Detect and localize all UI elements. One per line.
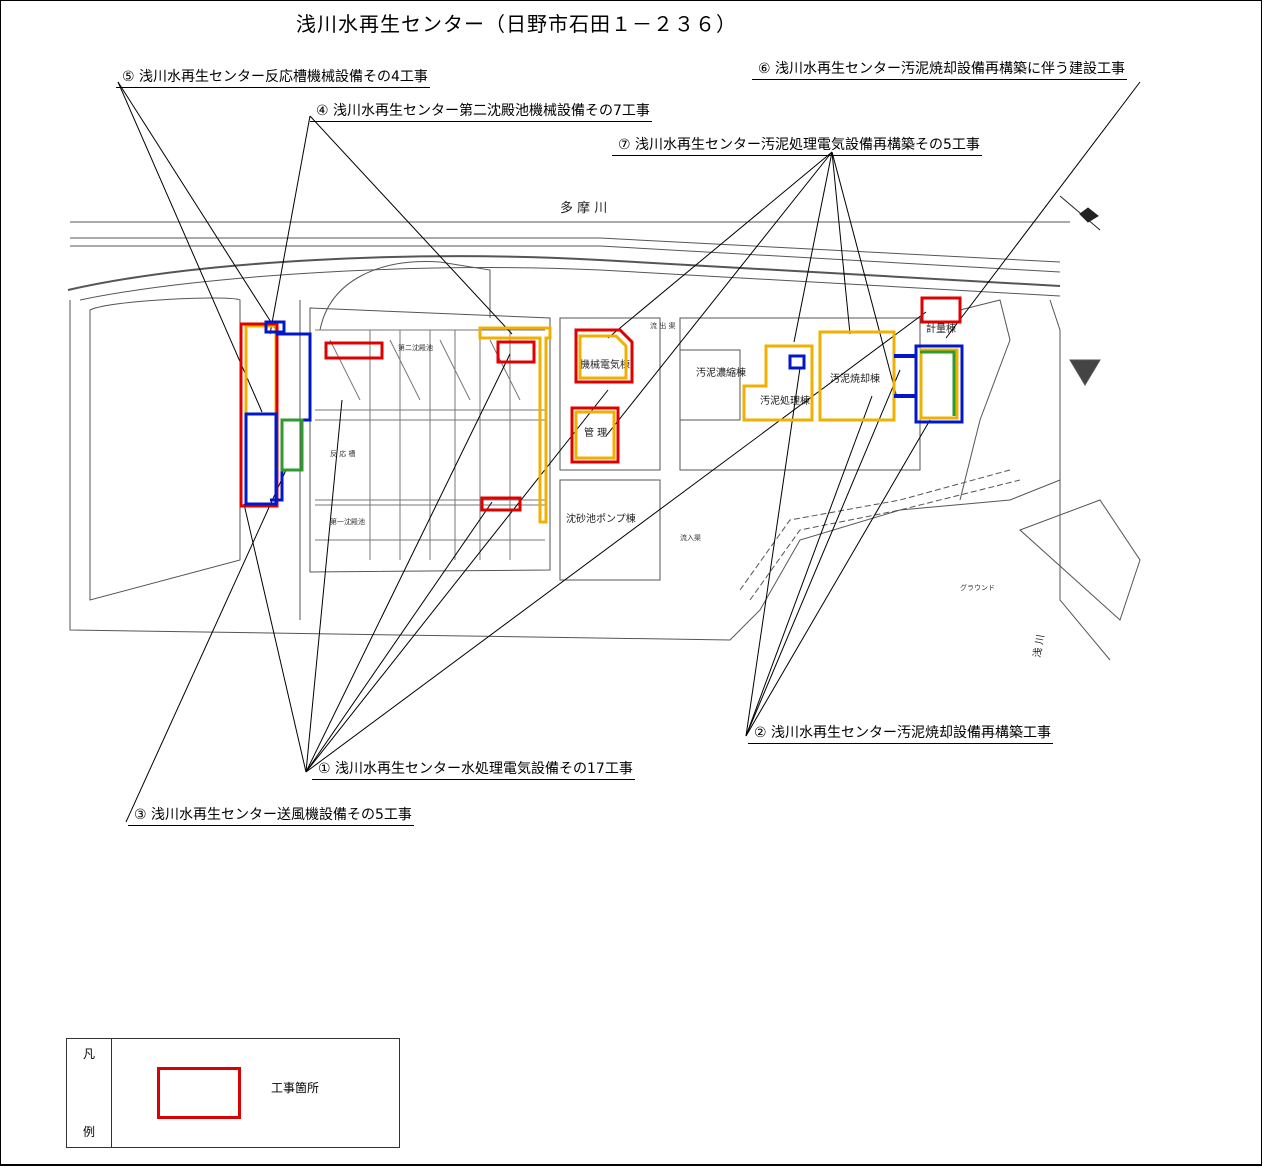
- label-7: ⑦ 浅川水再生センター汚泥処理電気設備再構築その5工事: [612, 134, 982, 156]
- site-map: 多 摩 川 機械電気棟 管 理 沈砂池ポンプ棟 汚泥濃縮棟 汚泥処理棟 汚泥焼却…: [67, 81, 1141, 823]
- legend-key-1: 凡: [83, 1047, 96, 1061]
- legend-box: 凡 例 工事箇所: [66, 1038, 400, 1148]
- bldg-outflow: 流 出 渠: [650, 321, 675, 330]
- bldg-reaction: 反 応 槽: [330, 449, 355, 458]
- map-base: [67, 221, 1141, 661]
- label-2: ② 浅川水再生センター汚泥焼却設備再構築工事: [748, 722, 1053, 744]
- north-arrow-icon: [1059, 195, 1101, 231]
- tank-grid: [315, 329, 545, 560]
- bldg-grit-pump: 沈砂池ポンプ棟: [566, 512, 636, 525]
- river-tama-label: 多 摩 川: [560, 200, 607, 216]
- legend-key-column: 凡 例: [67, 1039, 112, 1147]
- leader-lines: [117, 81, 1141, 823]
- label-6: ⑥ 浅川水再生センター汚泥焼却設備再構築に伴う建設工事: [752, 58, 1127, 80]
- bldg-machine-elec: 機械電気棟: [580, 358, 630, 371]
- label-3: ③ 浅川水再生センター送風機設備その5工事: [128, 804, 414, 826]
- bldg-ground: グラウンド: [960, 583, 995, 592]
- label-1: ① 浅川水再生センター水処理電気設備その17工事: [312, 758, 635, 780]
- bldg-inflow: 流入渠: [680, 533, 701, 542]
- legend-label: 工事箇所: [271, 1081, 320, 1095]
- bldg-sludge-thicken: 汚泥濃縮棟: [696, 366, 746, 379]
- bldg-meter: 計量棟: [926, 322, 956, 335]
- page-title: 浅川水再生センター（日野市石田１－２３６）: [296, 12, 737, 36]
- legend-key-2: 例: [83, 1125, 96, 1139]
- bldg-sludge-incin: 汚泥焼却棟: [830, 372, 880, 385]
- river-asa-label: 浅 川: [1030, 633, 1047, 658]
- legend-swatch-red: [157, 1067, 241, 1119]
- highlight-boxes: [239, 296, 964, 524]
- bldg-second-sed: 第二沈殿池: [398, 343, 433, 352]
- label-4: ④ 浅川水再生センター第二沈殿池機械設備その7工事: [310, 100, 652, 122]
- bldg-first-sed: 第一沈殿池: [330, 517, 365, 526]
- bldg-sludge-treat: 汚泥処理棟: [760, 394, 810, 407]
- bldg-admin: 管 理: [584, 426, 607, 439]
- label-5: ⑤ 浅川水再生センター反応槽機械設備その4工事: [116, 66, 430, 88]
